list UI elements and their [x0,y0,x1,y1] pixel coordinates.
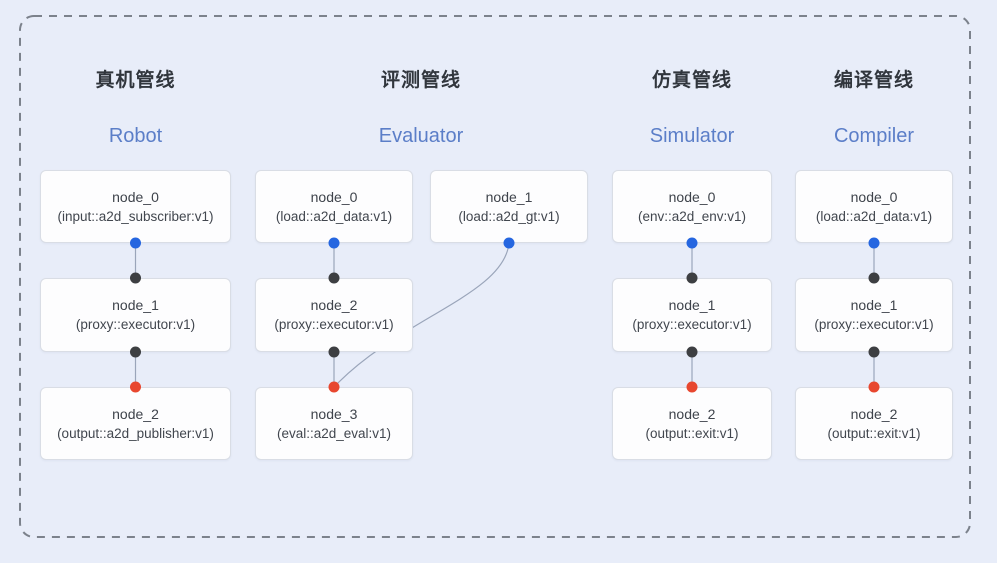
dashed-frame [19,15,971,538]
node-title: node_1 [112,297,159,314]
pipeline-title-en-robot: Robot [108,125,163,147]
node-evaluator-node0: node_0 (load::a2d_data:v1) [255,170,413,243]
node-compiler-node0: node_0 (load::a2d_data:v1) [795,170,953,243]
node-compiler-node1: node_1 (proxy::executor:v1) [795,278,953,352]
node-title: node_2 [850,405,898,422]
node-simulator-node1: node_1 (proxy::executor:v1) [612,278,772,352]
pipeline-title-zh-evaluator: 评测管线 [380,70,462,91]
node-evaluator-node3: node_3 (eval::a2d_eval:v1) [255,387,413,460]
node-detail: (load::a2d_data:v1) [275,208,393,224]
node-detail: (input::a2d_subscriber:v1) [57,208,214,224]
node-title: node_3 [310,405,358,422]
pipeline-title-zh-robot: 真机管线 [95,70,176,91]
node-detail: (output::a2d_publisher:v1) [57,425,214,441]
node-detail: (proxy::executor:v1) [632,317,752,333]
edge-curve-gt-to-eval [333,242,510,388]
node-detail: (load::a2d_gt:v1) [458,208,560,224]
node-detail: (proxy::executor:v1) [75,317,196,333]
pipeline-title-en-simulator: Simulator [649,125,735,147]
node-detail: (proxy::executor:v1) [274,317,394,333]
node-detail: (output::exit:v1) [827,425,921,441]
node-compiler-node2: node_2 (output::exit:v1) [795,387,953,460]
pipeline-title-zh-simulator: 仿真管线 [651,70,733,91]
node-title: node_0 [668,188,716,205]
node-detail: (env::a2d_env:v1) [637,208,747,224]
node-detail: (load::a2d_data:v1) [815,208,933,224]
node-title: node_2 [668,405,716,422]
node-evaluator-node2: node_2 (proxy::executor:v1) [255,278,413,352]
node-title: node_2 [310,297,358,314]
node-robot-node2: node_2 (output::a2d_publisher:v1) [40,387,231,460]
node-detail: (eval::a2d_eval:v1) [276,425,392,441]
node-title: node_0 [850,188,898,205]
node-title: node_1 [668,297,716,314]
node-robot-node1: node_1 (proxy::executor:v1) [40,278,231,352]
pipeline-title-en-compiler: Compiler [833,125,915,147]
node-title: node_2 [112,405,159,422]
node-simulator-node2: node_2 (output::exit:v1) [612,387,772,460]
node-evaluator-node1: node_1 (load::a2d_gt:v1) [430,170,588,243]
node-detail: (proxy::executor:v1) [814,317,934,333]
node-simulator-node0: node_0 (env::a2d_env:v1) [612,170,772,243]
node-title: node_0 [310,188,358,205]
node-robot-node0: node_0 (input::a2d_subscriber:v1) [40,170,231,243]
node-title: node_1 [850,297,898,314]
pipeline-title-zh-compiler: 编译管线 [833,70,915,91]
pipeline-title-en-evaluator: Evaluator [378,125,464,147]
node-title: node_1 [485,188,533,205]
node-detail: (output::exit:v1) [645,425,739,441]
node-title: node_0 [112,188,159,205]
